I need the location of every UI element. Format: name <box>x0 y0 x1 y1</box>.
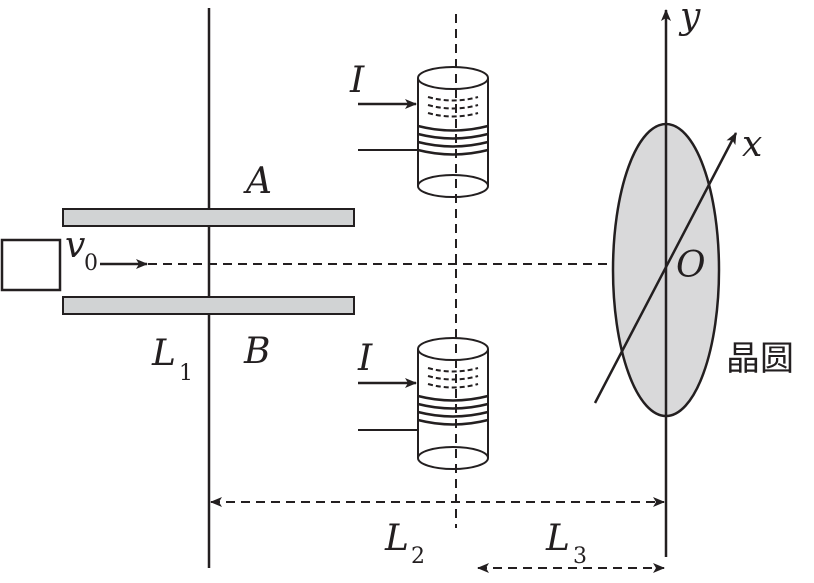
coil-bottom <box>358 337 489 470</box>
coil-top <box>358 66 489 198</box>
label-axis-y: y <box>678 0 701 37</box>
plate-b <box>62 296 355 315</box>
plate-a <box>62 208 355 227</box>
label-origin: O <box>676 245 706 286</box>
label-current-top: I <box>349 60 365 101</box>
label-velocity: v <box>65 225 85 266</box>
label-velocity-sub: 0 <box>84 251 98 276</box>
label-l3: L <box>545 518 570 559</box>
label-axis-x: x <box>742 124 762 165</box>
label-plate-b: B <box>243 331 270 372</box>
label-l3-sub: 3 <box>573 544 587 569</box>
label-l2: L <box>384 518 409 559</box>
label-l2-sub: 2 <box>411 544 425 569</box>
label-current-bottom: I <box>357 338 373 379</box>
label-l1: L <box>151 333 176 374</box>
label-l1-sub: 1 <box>179 361 193 386</box>
ion-source-box <box>0 238 62 292</box>
label-plate-a: A <box>243 161 272 202</box>
label-wafer: 晶圆 <box>726 339 794 379</box>
x-axis <box>593 132 738 404</box>
